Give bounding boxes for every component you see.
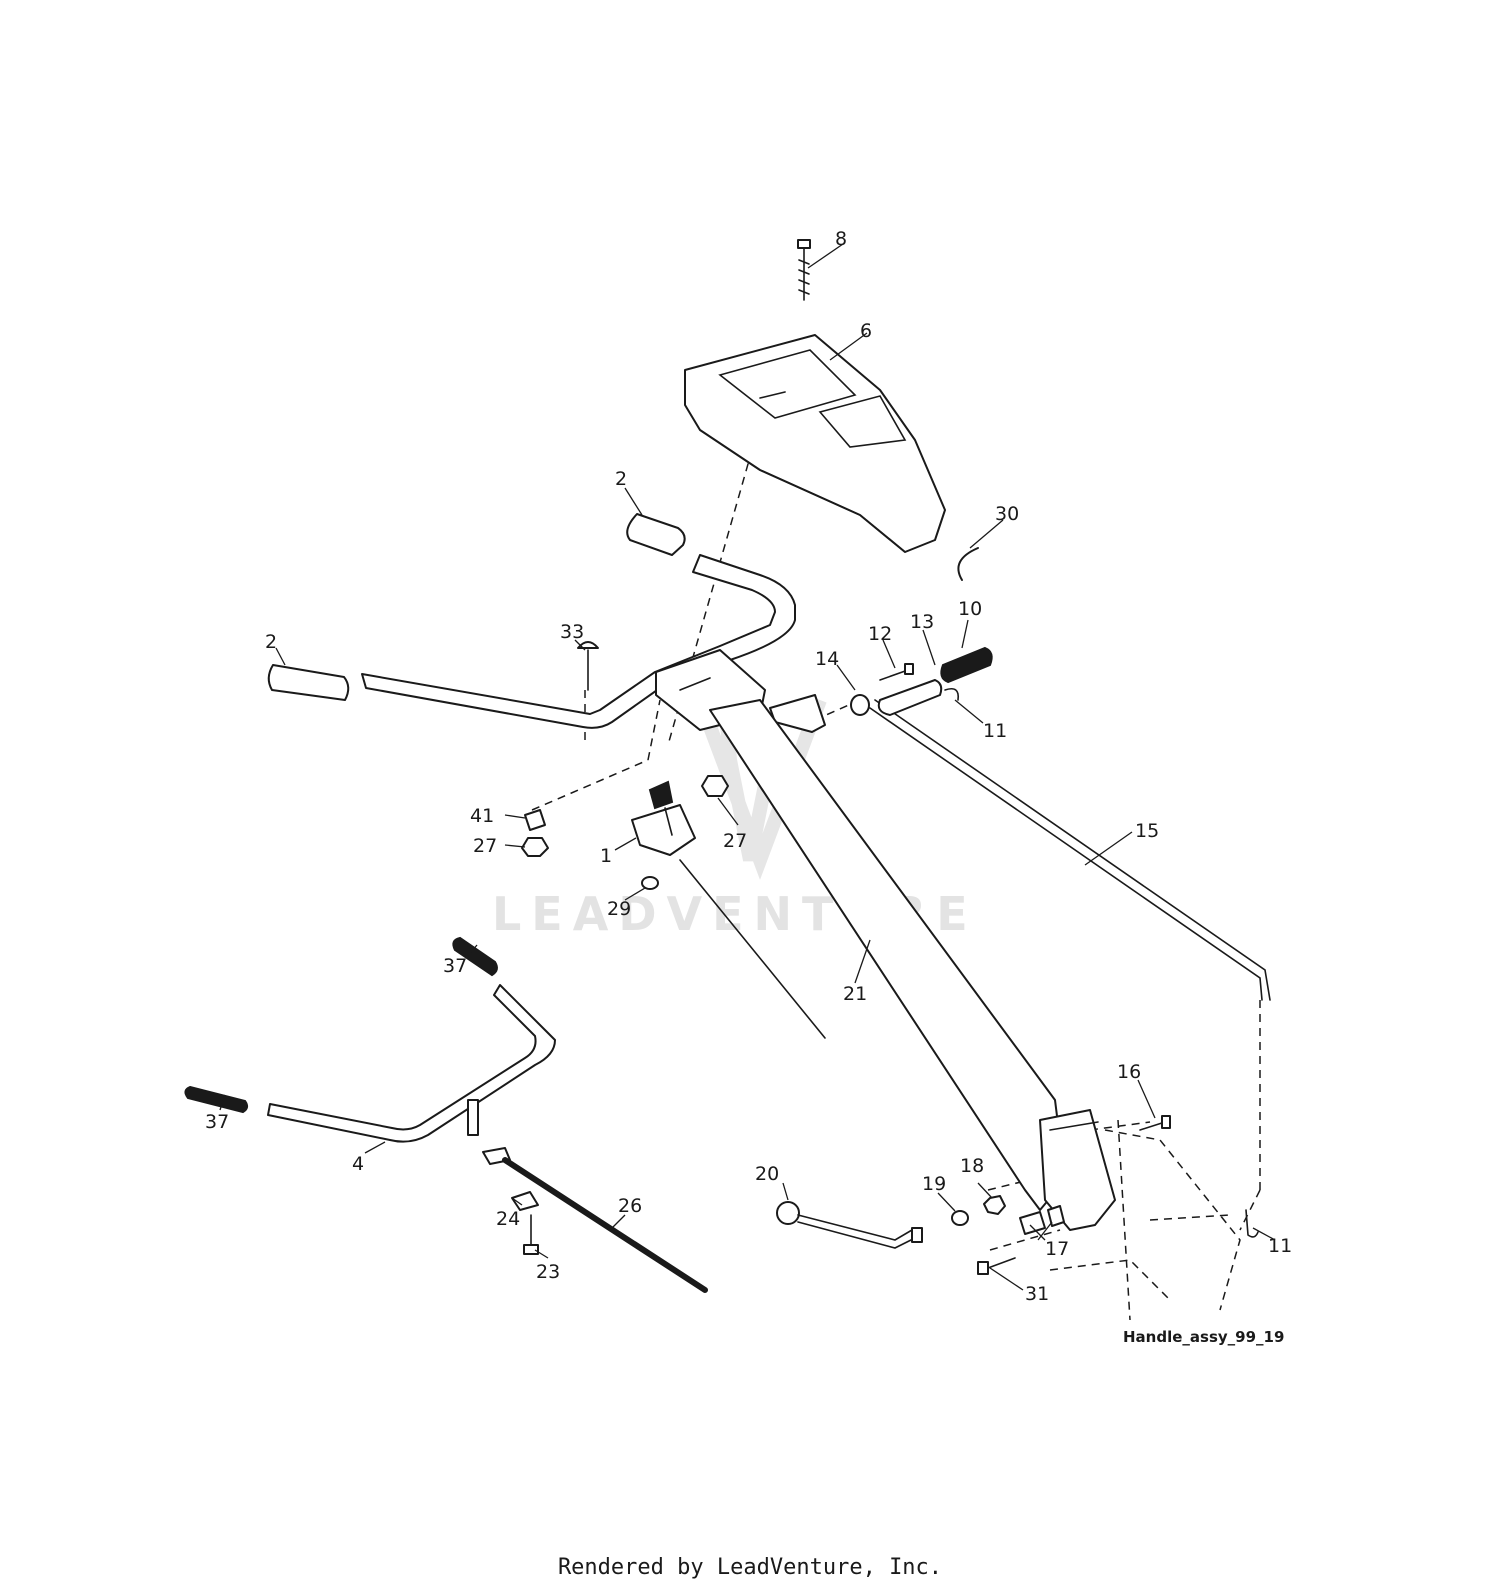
lever-13 [877, 679, 943, 716]
grip-37-lower [184, 1085, 249, 1114]
shift-lever-20 [776, 1201, 923, 1249]
bolt-16 [1139, 1115, 1171, 1131]
figure-reference: Handle_assy_99_19 [1123, 1328, 1284, 1346]
callout-1: 1 [600, 845, 612, 867]
control-bar-4 [267, 984, 556, 1143]
callout-6: 6 [860, 320, 872, 342]
washer-19 [951, 1210, 969, 1226]
callouts: 8 6 2 30 10 12 13 33 2 14 11 41 27 27 15… [205, 228, 1292, 1305]
grip-10 [940, 646, 993, 684]
callout-18: 18 [960, 1155, 984, 1177]
clamp-24 [511, 1191, 539, 1211]
grip-left [267, 664, 350, 701]
screw-8 [797, 239, 811, 301]
pin-11-lower [1245, 1209, 1259, 1238]
callout-33: 33 [560, 621, 584, 643]
pin-11-upper [944, 687, 960, 701]
bushing-17-b [1047, 1205, 1065, 1227]
callout-20: 20 [755, 1163, 779, 1185]
callout-27-right: 27 [723, 830, 747, 852]
callout-8: 8 [835, 228, 847, 250]
callout-31: 31 [1025, 1283, 1049, 1305]
callout-41: 41 [470, 805, 494, 827]
control-rod-15 [869, 699, 1271, 1001]
callout-11-upper: 11 [983, 720, 1007, 742]
footer-attribution: Rendered by LeadVenture, Inc. [557, 1555, 943, 1580]
callout-27-left: 27 [473, 835, 497, 857]
callout-13: 13 [910, 611, 934, 633]
clip-30 [957, 547, 979, 581]
bolt-12 [879, 663, 914, 681]
callout-11-lower: 11 [1268, 1235, 1292, 1257]
actuator-rod [679, 859, 826, 1039]
washer-29 [641, 876, 659, 890]
leader-lines [219, 243, 1276, 1291]
bracket-1 [631, 780, 696, 856]
callout-26: 26 [618, 1195, 642, 1217]
callout-4: 4 [352, 1153, 364, 1175]
callout-15: 15 [1135, 820, 1159, 842]
callout-30: 30 [995, 503, 1019, 525]
callout-16: 16 [1117, 1061, 1141, 1083]
callout-2-left: 2 [265, 631, 277, 653]
bolt-23 [523, 1214, 539, 1255]
callout-37-upper: 37 [443, 955, 467, 977]
callout-14: 14 [815, 648, 839, 670]
bushing-17-a [1019, 1211, 1046, 1235]
callout-10: 10 [958, 598, 982, 620]
console-cover [684, 334, 946, 553]
callout-2-upper: 2 [615, 468, 627, 490]
bolt-33 [577, 641, 599, 691]
grip-upper [626, 513, 686, 556]
callout-37-lower: 37 [205, 1111, 229, 1133]
handlebar [361, 554, 796, 729]
callout-29: 29 [607, 898, 631, 920]
callout-17: 17 [1045, 1238, 1069, 1260]
cable-26 [482, 1147, 708, 1293]
callout-24: 24 [496, 1208, 520, 1230]
assembly-lines [531, 449, 1261, 1251]
spacer-14 [850, 694, 870, 716]
callout-21: 21 [843, 983, 867, 1005]
nut-27-right [701, 775, 729, 797]
handle-tube-21 [709, 699, 1116, 1231]
tiller-frame-outline [1049, 1119, 1241, 1321]
callout-19: 19 [922, 1173, 946, 1195]
clip-41 [524, 809, 546, 831]
bolt-31 [977, 1257, 1016, 1275]
grip-37-upper [452, 936, 498, 977]
nut-18 [983, 1195, 1006, 1215]
nut-27-left [521, 837, 549, 857]
callout-23: 23 [536, 1261, 560, 1283]
callout-12: 12 [868, 623, 892, 645]
